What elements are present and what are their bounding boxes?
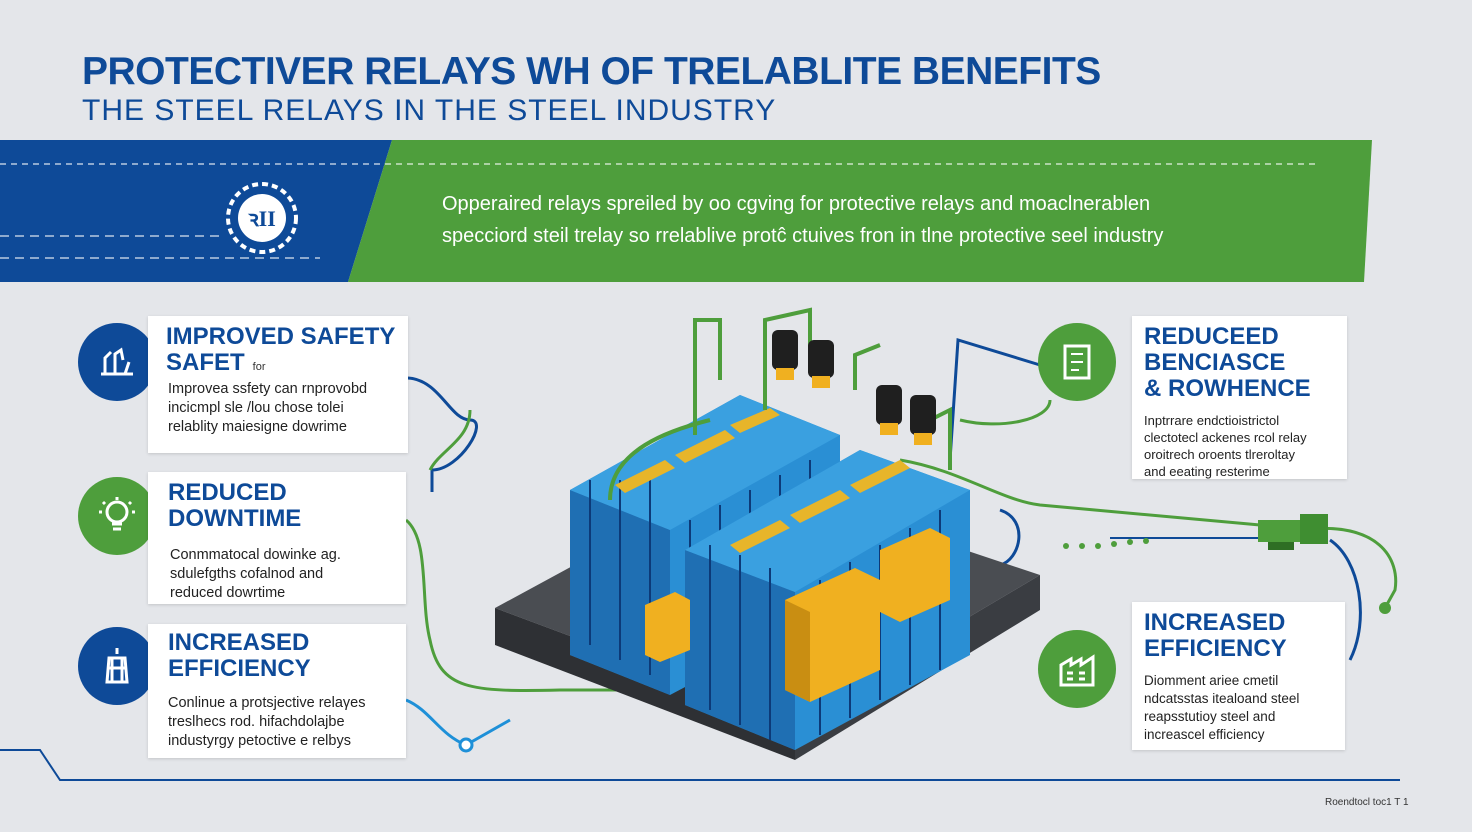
page-title: PROTECTIVER RELAYS WH OF TRELABLITE BENE… [82,50,1101,93]
card-reduced-downtime: REDUCED DOWNTIME Conmmatocal dowinke ag.… [148,472,406,604]
card-title-2: EFFICIENCY [1144,635,1287,662]
card-line-3: reduced dowrtime [170,585,286,601]
card-title-3: & ROWHENCE [1144,375,1311,402]
card-line-2: sdulefgths cofalnod and [170,566,324,582]
card-improved-safety: IMPROVED SAFETY SAFET for Improvea ssfet… [148,316,408,453]
card-line-1: Improvea ssfety can rnprovobd [168,381,368,397]
hands-icon [78,323,156,401]
card-line-4: and eeating resterime [1144,464,1270,479]
machine-icon [1258,514,1328,550]
banner: ꝛII [0,140,1372,282]
card-increased-efficiency-left: INCREASED EFFICIENCY Conlinue a protsjec… [148,624,406,758]
tower-icon [78,627,156,705]
card-line-2: ndcatsstas itealoand steel [1144,691,1300,706]
card-reduceed: REDUCEED BENCIASCE & ROWHENCE Inptrrare … [1132,316,1347,479]
footer-note: Roendtocl toc1 T 1 [1325,797,1409,808]
card-title-2: SAFET [166,349,245,376]
banner-line-2: specciord steil trelay so rrelablive pro… [442,225,1164,247]
card-title: IMPROVED SAFETY [166,323,396,350]
lightbulb-icon [78,477,156,555]
card-title: REDUCED [168,479,287,506]
banner-text: Opperaired relays spreiled by oo cgving … [442,188,1322,252]
circuit-board-icon [1038,323,1116,401]
card-line-2: incicmpl sle /lou chose tolei [168,400,344,416]
card-line-1: Conlinue a protsjective relaγes [168,695,366,711]
card-line-1: Inptrrare endctioistrictol [1144,413,1280,428]
card-title-2: EFFICIENCY [168,655,311,682]
card-line-3: industyrgy petoctive e relbys [168,733,351,749]
banner-line-1: Opperaired relays spreiled by oo cgving … [442,193,1151,215]
card-line-3: relablity maiesigne dowrime [168,419,347,435]
card-increased-efficiency-right: INCREASED EFFICIENCY Diomment ariee cmet… [1132,602,1345,750]
svg-text:ꝛII: ꝛII [247,206,276,231]
page-subtitle: THE STEEL RELAYS IN THE STEEL INDUSTRY [82,94,777,127]
card-title: INCREASED [1144,609,1286,636]
card-line-3: reapsstutioy steel and [1144,709,1276,724]
card-title: INCREASED [168,629,310,656]
card-line-1: Diomment ariee cmetil [1144,673,1279,688]
relay-equipment-illustration [495,307,1040,760]
card-title-2: BENCIASCE [1144,349,1286,376]
card-line-3: oroitrech oroents tlreroltay [1144,447,1296,462]
card-title: REDUCEED [1144,323,1279,350]
card-line-2: treslhecs rod. hifachdolajbe [168,714,345,730]
card-line-2: clectotecl ackenes rcol relay [1144,430,1307,445]
card-title-2: DOWNTIME [168,505,302,532]
factory-icon [1038,630,1116,708]
card-line-1: Conmmatocal dowinke ag. [170,547,341,563]
gear-emblem-icon: ꝛII [226,182,298,254]
card-line-4: increascel efficiency [1144,727,1265,742]
card-note: for [252,361,266,373]
